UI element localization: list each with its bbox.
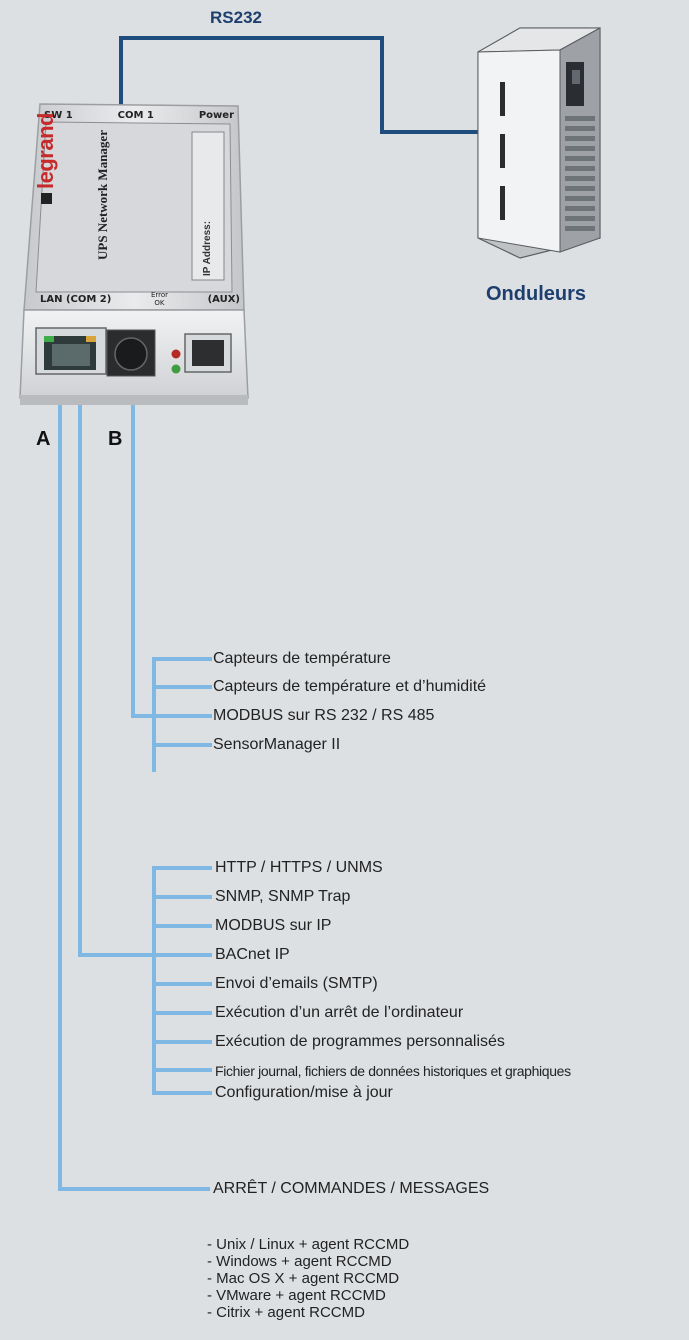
os-item: - Mac OS X + agent RCCMD (207, 1270, 400, 1287)
os-item: - Unix / Linux + agent RCCMD (207, 1236, 410, 1253)
os-item: - Windows + agent RCCMD (207, 1253, 392, 1270)
port-a-shutdown-connector (58, 372, 210, 1191)
network-manager-device (19, 103, 249, 405)
group-a-item: Envoi d’emails (SMTP) (215, 975, 378, 992)
os-item: - Citrix + agent RCCMD (207, 1304, 365, 1321)
os-item: - VMware + agent RCCMD (207, 1287, 386, 1304)
group-b-item: MODBUS sur RS 232 / RS 485 (213, 707, 435, 724)
group-a-item: HTTP / HTTPS / UNMS (215, 859, 383, 876)
device-name: UPS Network Manager (95, 130, 110, 260)
error-label: Error (150, 291, 168, 299)
group-b-item: Capteurs de température (213, 650, 391, 667)
group-b-item: Capteurs de température et d’humidité (213, 678, 487, 695)
ok-label: OK (154, 299, 165, 307)
group-a-item: Exécution d’un arrêt de l’ordinateur (215, 1004, 464, 1021)
device-bottom-labels: LAN (COM 2) Error OK (AUX) (40, 291, 240, 307)
port-b-connector (131, 375, 212, 772)
group-a-item: BACnet IP (215, 946, 290, 963)
shutdown-title: ARRÊT / COMMANDES / MESSAGES (213, 1180, 490, 1197)
com1-label: COM 1 (117, 110, 154, 121)
group-b-item: SensorManager II (213, 736, 341, 753)
group-a-item: SNMP, SNMP Trap (215, 888, 351, 905)
group-a-item: Exécution de programmes personnalisés (215, 1033, 505, 1050)
group-a-item: Configuration/mise à jour (215, 1084, 393, 1101)
sw1-label: SW 1 (44, 110, 73, 121)
device-top-labels: SW 1 COM 1 Power (44, 110, 234, 121)
ups-label: Onduleurs (486, 283, 587, 305)
power-label: Power (198, 110, 234, 121)
ip-address-label: IP Address: (202, 220, 213, 276)
legrand-logo: legrand (33, 113, 59, 204)
port-a-connector (78, 372, 212, 1095)
ups-cabinet (477, 27, 601, 259)
port-b-label: B (108, 428, 123, 450)
brand-name: legrand (33, 113, 58, 189)
rs232-cable (119, 36, 478, 134)
lan-label: LAN (COM 2) (40, 293, 112, 305)
port-a-label: A (36, 428, 51, 450)
aux-label: (AUX) (207, 293, 240, 305)
rs232-label: RS232 (210, 8, 262, 27)
group-a-item: MODBUS sur IP (215, 917, 332, 934)
group-a-item: Fichier journal, fichiers de données his… (215, 1063, 571, 1079)
